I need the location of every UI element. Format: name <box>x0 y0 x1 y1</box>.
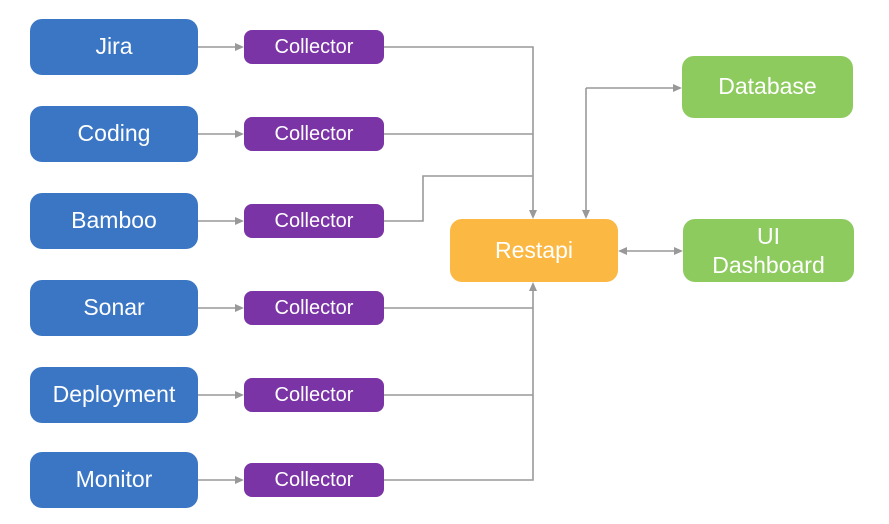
node-restapi: Restapi <box>450 219 618 282</box>
connector-collector6-trunk-to-restapi <box>384 282 537 481</box>
node-jira: Jira <box>30 19 198 75</box>
collector-label: Collector <box>274 36 354 58</box>
collector-label: Collector <box>274 384 354 406</box>
node-database-label: Database <box>718 73 817 100</box>
node-collector-5: Collector <box>244 378 384 412</box>
node-deployment-label: Deployment <box>52 381 176 408</box>
node-ui-dashboard-label-line1: UI <box>757 222 780 249</box>
node-restapi-label: Restapi <box>495 236 573 263</box>
node-sonar: Sonar <box>30 280 198 336</box>
node-collector-6: Collector <box>244 463 384 497</box>
node-collector-1: Collector <box>244 30 384 64</box>
node-coding-label: Coding <box>77 120 151 147</box>
collector-label: Collector <box>274 210 354 232</box>
node-bamboo-label: Bamboo <box>71 207 157 234</box>
node-collector-3: Collector <box>244 204 384 238</box>
node-deployment: Deployment <box>30 367 198 423</box>
node-coding: Coding <box>30 106 198 162</box>
connector-collector3-to-trunk <box>384 175 533 222</box>
node-ui-dashboard: UI Dashboard <box>683 219 854 282</box>
collector-label: Collector <box>274 297 354 319</box>
connector-collector1-trunk-to-restapi <box>384 46 537 219</box>
node-monitor-label: Monitor <box>75 466 153 493</box>
collector-label: Collector <box>274 123 354 145</box>
node-sonar-label: Sonar <box>83 294 145 321</box>
node-database: Database <box>682 56 853 118</box>
node-collector-4: Collector <box>244 291 384 325</box>
collector-label: Collector <box>274 469 354 491</box>
node-collector-2: Collector <box>244 117 384 151</box>
node-monitor: Monitor <box>30 452 198 508</box>
node-ui-dashboard-label-line2: Dashboard <box>712 251 825 278</box>
node-jira-label: Jira <box>95 33 133 60</box>
node-bamboo: Bamboo <box>30 193 198 249</box>
